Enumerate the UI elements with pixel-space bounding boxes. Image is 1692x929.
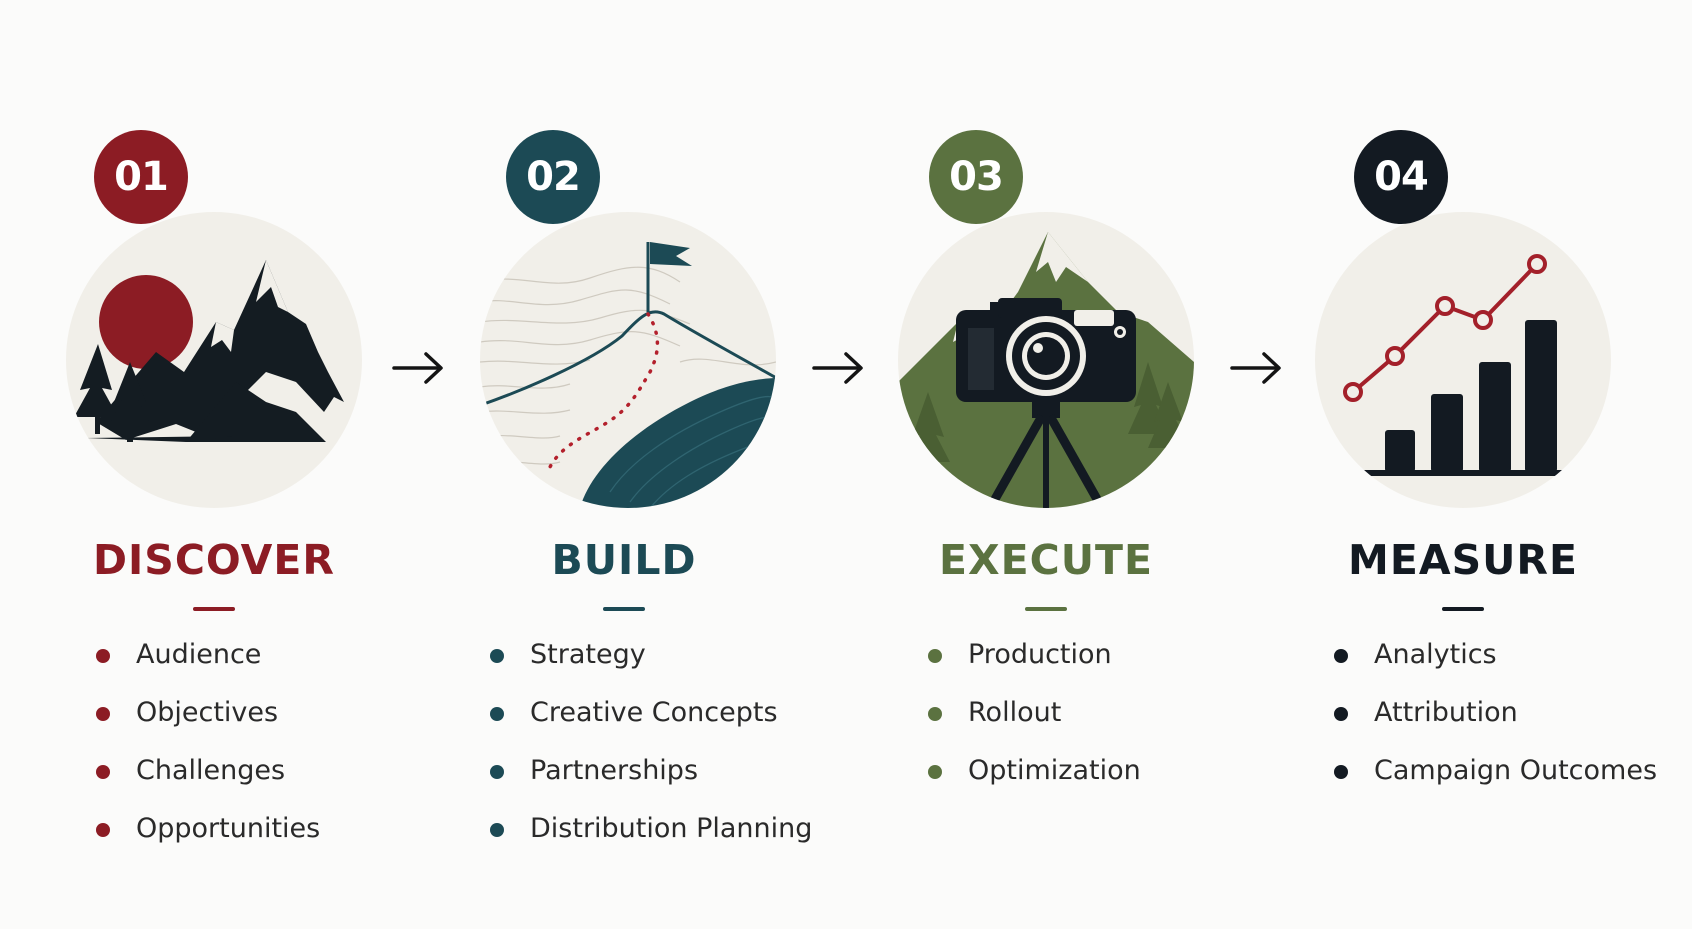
list-item: Creative Concepts — [490, 690, 812, 748]
step-1-illustration — [66, 212, 362, 508]
bullet-icon — [1334, 649, 1348, 663]
list-item-label: Optimization — [968, 755, 1141, 786]
step-4-title: MEASURE — [1348, 536, 1578, 584]
list-item: Attribution — [1334, 690, 1657, 748]
bullet-icon — [1334, 707, 1348, 721]
arrow-right-icon — [392, 352, 443, 384]
bullet-icon — [490, 649, 504, 663]
step-3-divider — [1025, 607, 1067, 611]
camera-tripod-mountain-icon — [898, 232, 1194, 508]
bullet-icon — [96, 707, 110, 721]
list-item: Strategy — [490, 632, 812, 690]
bullet-icon — [490, 707, 504, 721]
step-2-number-badge: 02 — [506, 130, 600, 224]
bullet-icon — [1334, 765, 1348, 779]
step-2-title: BUILD — [551, 536, 697, 584]
step-3-number-badge: 03 — [929, 130, 1023, 224]
step-3-illustration — [898, 212, 1194, 508]
arrow-right-icon — [1230, 352, 1281, 384]
list-item: Distribution Planning — [490, 806, 812, 864]
list-item-label: Analytics — [1374, 639, 1497, 670]
step-1-number-badge: 01 — [94, 130, 188, 224]
list-item-label: Rollout — [968, 697, 1062, 728]
list-item-label: Attribution — [1374, 697, 1518, 728]
list-item-label: Strategy — [530, 639, 646, 670]
list-item: Analytics — [1334, 632, 1657, 690]
list-item-label: Creative Concepts — [530, 697, 778, 728]
list-item: Optimization — [928, 748, 1141, 806]
list-item-label: Distribution Planning — [530, 813, 813, 844]
list-item-label: Challenges — [136, 755, 286, 786]
list-item: Opportunities — [96, 806, 320, 864]
step-1-title: DISCOVER — [93, 536, 335, 584]
step-2-illustration — [480, 212, 776, 508]
step-3-title: EXECUTE — [939, 536, 1153, 584]
list-item-label: Production — [968, 639, 1112, 670]
mountain-sun-icon — [74, 260, 344, 442]
list-item-label: Audience — [136, 639, 262, 670]
list-item: Objectives — [96, 690, 320, 748]
step-2-divider — [603, 607, 645, 611]
list-item: Partnerships — [490, 748, 812, 806]
bullet-icon — [928, 649, 942, 663]
list-item: Challenges — [96, 748, 320, 806]
summit-flag-trail-icon — [480, 242, 776, 508]
list-item: Rollout — [928, 690, 1141, 748]
bullet-icon — [96, 765, 110, 779]
list-item-label: Campaign Outcomes — [1374, 755, 1658, 786]
bullet-icon — [928, 707, 942, 721]
list-item-label: Partnerships — [530, 755, 699, 786]
bullet-icon — [96, 649, 110, 663]
bullet-icon — [96, 823, 110, 837]
list-item-label: Opportunities — [136, 813, 321, 844]
bullet-icon — [490, 823, 504, 837]
list-item: Audience — [96, 632, 320, 690]
list-item: Production — [928, 632, 1141, 690]
step-3-list: Production Rollout Optimization — [928, 632, 1141, 806]
list-item: Campaign Outcomes — [1334, 748, 1657, 806]
step-4-number-badge: 04 — [1354, 130, 1448, 224]
step-1-divider — [193, 607, 235, 611]
step-2-list: Strategy Creative Concepts Partnerships … — [490, 632, 812, 864]
step-4-illustration — [1315, 212, 1611, 508]
bullet-icon — [490, 765, 504, 779]
step-4-list: Analytics Attribution Campaign Outcomes — [1334, 632, 1657, 806]
step-1-list: Audience Objectives Challenges Opportuni… — [96, 632, 320, 864]
bullet-icon — [928, 765, 942, 779]
bar-chart-trend-icon — [1343, 254, 1573, 476]
step-4-divider — [1442, 607, 1484, 611]
arrow-right-icon — [812, 352, 863, 384]
list-item-label: Objectives — [136, 697, 279, 728]
